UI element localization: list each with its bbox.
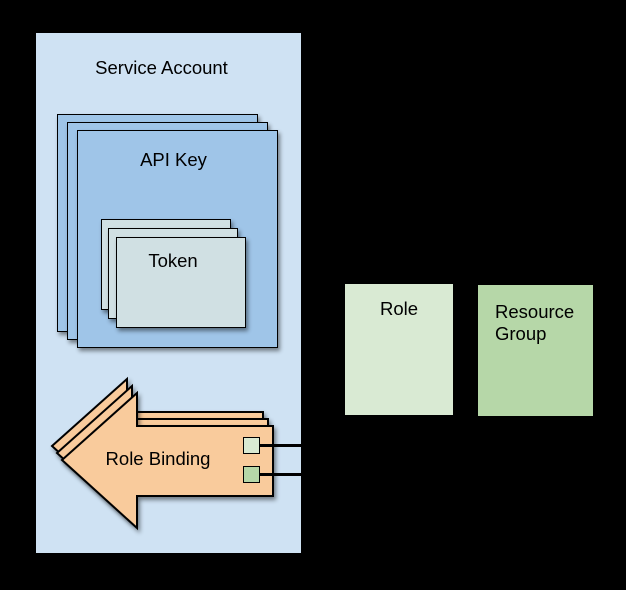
role-binding-arrow-stack [50,376,274,531]
resource-group-connector-square [243,466,260,483]
role-binding-label: Role Binding [105,448,211,469]
role-connector-square [243,437,260,454]
role-label: Role [379,298,419,319]
token-card-front [116,237,246,328]
role-binding-arrow-front [60,390,274,531]
connector-line-resource-group [259,473,303,476]
connector-line-role [259,444,303,447]
role-box [345,284,453,415]
api-key-label: API Key [140,149,207,170]
service-account-label: Service Account [95,57,228,78]
token-label: Token [148,250,198,271]
resource-group-box [478,285,593,416]
resource-group-label: Resource Group [495,301,575,344]
